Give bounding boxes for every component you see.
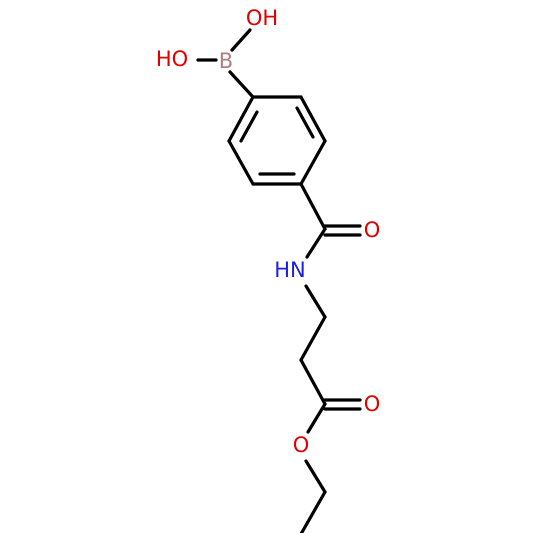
atom-hydroxyl-top: OH — [246, 6, 278, 30]
bond-ch2-ch2 — [299, 315, 327, 362]
bonds — [196, 28, 362, 533]
atom-ester-oxygen: O — [293, 433, 310, 457]
ring-double-3 — [239, 110, 259, 143]
atom-labels: B OH HO O HN O O — [156, 6, 380, 457]
atom-hydroxyl-left: HO — [156, 47, 188, 71]
atom-amide-nitrogen: HN — [274, 258, 306, 282]
bond-ethyl-ch3 — [299, 490, 327, 533]
bond-amide-cn — [305, 227, 327, 259]
atom-ester-carbonyl-oxygen: O — [364, 392, 381, 416]
bond-ester-c-o — [306, 402, 327, 434]
ring-bond-5 — [227, 139, 255, 186]
bond-ring-amide-carbon — [299, 182, 327, 231]
bond-b-oh-top — [230, 28, 252, 52]
bond-b-ring — [228, 70, 255, 99]
ring-double-1 — [295, 106, 315, 139]
atom-amide-oxygen: O — [364, 218, 381, 242]
bond-o-ethyl-ch2 — [304, 459, 327, 494]
bond-ch2-ester-carbon — [299, 358, 327, 406]
ring-bond-3 — [299, 139, 327, 186]
ring-bond-6 — [227, 95, 255, 143]
ring-bond-2 — [299, 95, 327, 143]
bond-n-ch2 — [304, 284, 327, 319]
atom-boron: B — [219, 49, 233, 73]
